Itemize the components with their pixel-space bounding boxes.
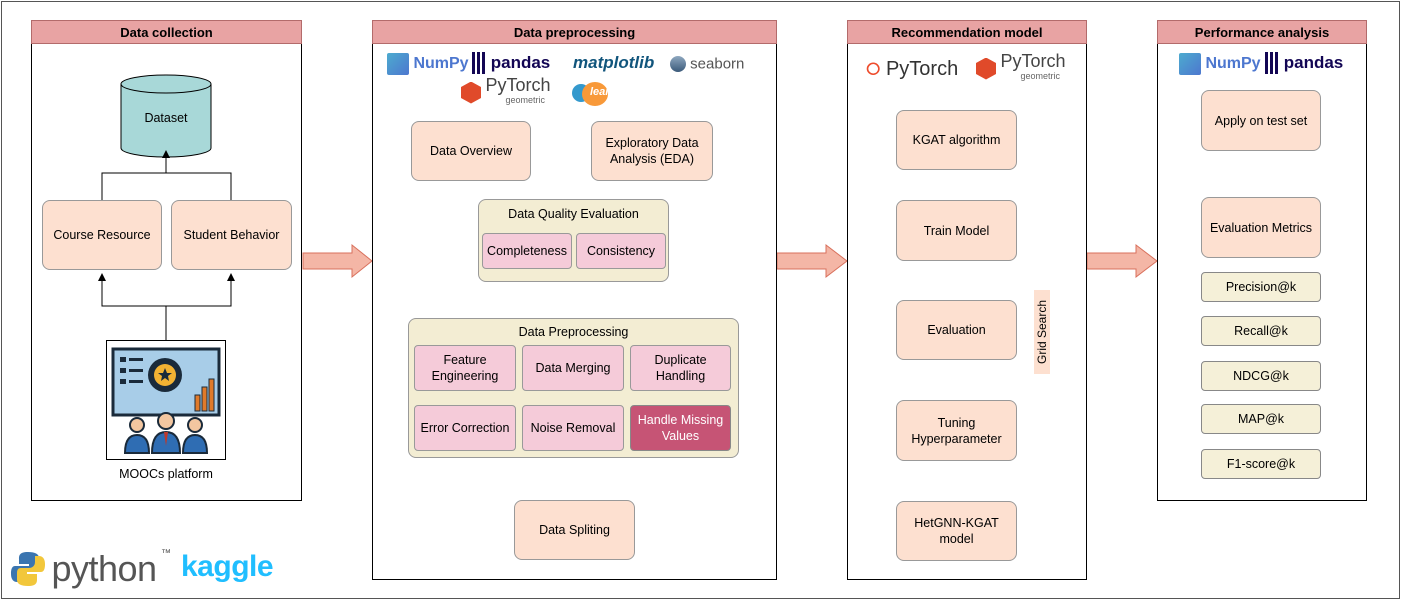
numpy-logo: NumPy [387, 53, 469, 75]
grid-search-label: Grid Search [1034, 290, 1050, 374]
metric-map: MAP@k [1201, 404, 1321, 434]
scikit-learn-logo: learn [572, 82, 616, 106]
seaborn-logo: seaborn [670, 55, 744, 73]
pandas-bars-icon [472, 52, 486, 74]
seaborn-wave-icon [670, 56, 686, 73]
metric-precision: Precision@k [1201, 272, 1321, 302]
data-merging-box: Data Merging [522, 345, 624, 391]
block-arrow-1 [302, 243, 373, 279]
kgat-algorithm-box: KGAT algorithm [896, 110, 1017, 170]
feature-engineering-box: Feature Engineering [414, 345, 516, 391]
arrow-to-course [98, 273, 167, 340]
pyg-hexagon-icon [461, 81, 481, 104]
pandas-logo-2: pandas [1265, 52, 1343, 74]
data-preprocessing-title: Data Preprocessing [518, 325, 629, 339]
data-quality-title: Data Quality Evaluation [508, 207, 639, 221]
python-snake-icon [11, 552, 45, 586]
panel-data-preprocessing: Data preprocessing [372, 20, 777, 580]
error-correction-box: Error Correction [414, 405, 516, 451]
train-model-box: Train Model [896, 200, 1017, 261]
metric-ndcg: NDCG@k [1201, 361, 1321, 391]
connector-sources-join [101, 172, 232, 200]
numpy-logo-2: NumPy [1179, 53, 1261, 75]
dataset-label: Dataset [144, 111, 188, 125]
tuning-hyperparameter-box: Tuning Hyperparameter [896, 400, 1017, 461]
noise-removal-box: Noise Removal [522, 405, 624, 451]
python-logo: python ™ [9, 548, 171, 590]
data-splitting-box: Data Spliting [514, 500, 635, 560]
sklearn-circles-icon [572, 82, 610, 106]
numpy-cube-icon [387, 53, 409, 75]
duplicate-handling-box: Duplicate Handling [630, 345, 731, 391]
arrow-to-student [166, 273, 235, 307]
pytorch-geometric-logo: PyTorch geometric [461, 76, 550, 106]
panel-title: Recommendation model [847, 20, 1087, 44]
panel-title: Performance analysis [1157, 20, 1367, 44]
block-arrow-2 [776, 243, 848, 279]
metric-recall: Recall@k [1201, 316, 1321, 346]
evaluation-metrics-box: Evaluation Metrics [1201, 197, 1321, 258]
data-overview-box: Data Overview [411, 121, 531, 181]
pytorch-logo: ⭘ PyTorch [866, 58, 959, 80]
course-resource-box: Course Resource [42, 200, 162, 270]
student-behavior-box: Student Behavior [171, 200, 292, 270]
metric-f1: F1-score@k [1201, 449, 1321, 479]
pyg-hexagon-icon [976, 57, 996, 80]
pandas-logo: pandas [472, 52, 550, 74]
hetgnn-kgat-model-box: HetGNN-KGAT model [896, 501, 1017, 561]
panel-title: Data preprocessing [372, 20, 777, 44]
moocs-platform-illustration [106, 340, 226, 460]
kaggle-logo: kaggle [181, 550, 274, 583]
panel-title: Data collection [31, 20, 302, 44]
handle-missing-values-box: Handle Missing Values [630, 405, 731, 451]
completeness-box: Completeness [482, 233, 572, 269]
numpy-cube-icon [1179, 53, 1201, 75]
pytorch-flame-icon: ⭘ [866, 59, 881, 79]
evaluation-box: Evaluation [896, 300, 1017, 360]
consistency-box: Consistency [576, 233, 666, 269]
block-arrow-3 [1086, 243, 1158, 279]
apply-test-set-box: Apply on test set [1201, 90, 1321, 151]
matplotlib-logo: matplotlib [573, 53, 655, 72]
pytorch-geometric-logo-2: PyTorch geometric [976, 52, 1065, 82]
pandas-bars-icon [1265, 52, 1279, 74]
eda-box: Exploratory Data Analysis (EDA) [591, 121, 713, 181]
moocs-platform-label: MOOCs platform [119, 467, 213, 481]
classroom-icon [111, 347, 221, 454]
